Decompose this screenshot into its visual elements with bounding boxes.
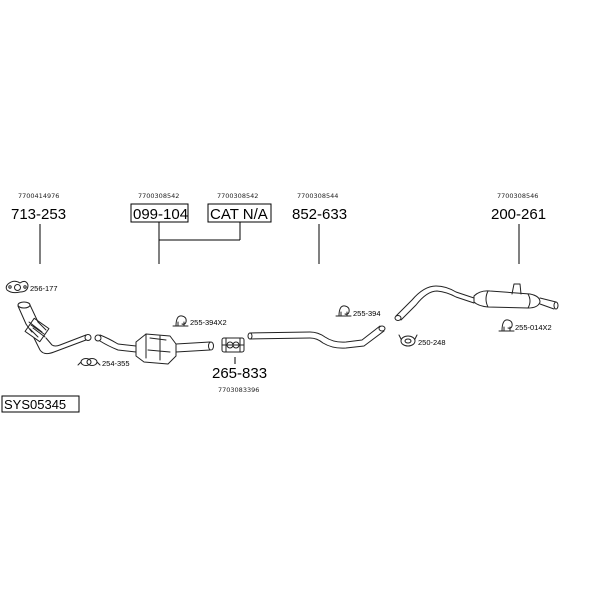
part-ref: 7700308542 [138,192,179,200]
fitting-255-394x2[interactable]: 255-394X2 [172,315,227,327]
part-cat-na[interactable]: 7700308542 CAT N/A [207,192,272,223]
fitting-255-394[interactable]: 255-394 [335,305,381,318]
part-ref: 7700414976 [18,192,59,200]
part-099-104[interactable]: 7700308542 099-104 [130,192,189,223]
clamp-icon [77,358,101,366]
part-265-833[interactable]: 265-833 7703083396 [212,357,267,394]
svg-text:SYS05345: SYS05345 [4,397,66,412]
fitting-250-248[interactable]: 250-248 [398,334,446,347]
fitting-label: 255-394 [353,309,381,318]
part-number: 713-253 [11,206,66,223]
fitting-label: 254-355 [102,359,130,368]
part-ref: 7700308546 [497,192,538,200]
catalyst-drawing [94,333,214,365]
clamp-icon [172,315,189,327]
fitting-label: 256-177 [30,284,58,293]
fitting-label: 250-248 [418,338,446,347]
fitting-256-177[interactable]: 256-177 [5,280,58,294]
front-downpipe-drawing [17,301,92,355]
fitting-label: 255-014X2 [515,323,552,332]
part-713-253[interactable]: 7700414976 713-253 [11,192,66,264]
part-852-633[interactable]: 7700308544 852-633 [292,192,347,264]
part-number: 200-261 [491,206,546,223]
coupling-drawing [221,337,245,353]
intermediate-pipe-drawing [247,325,386,349]
part-number: 099-104 [133,206,188,223]
clamp-icon [498,319,515,332]
part-ref: 7700308544 [297,192,338,200]
system-code: SYS05345 [1,395,80,413]
rear-silencer-drawing [394,283,559,321]
fitting-254-355[interactable]: 254-355 [77,358,130,369]
gasket-icon [5,280,29,294]
fitting-255-014x2[interactable]: 255-014X2 [498,319,552,332]
part-200-261[interactable]: 7700308546 200-261 [491,192,546,264]
fitting-label: 255-394X2 [190,318,227,327]
part-number: 265-833 [212,365,267,382]
clamp-icon [335,305,352,317]
shared-leader [158,222,241,264]
part-number: 852-633 [292,206,347,223]
part-ref: 7700308542 [217,192,258,200]
hanger-ring-icon [398,334,418,347]
part-ref: 7703083396 [218,386,259,394]
part-number: CAT N/A [210,206,268,223]
